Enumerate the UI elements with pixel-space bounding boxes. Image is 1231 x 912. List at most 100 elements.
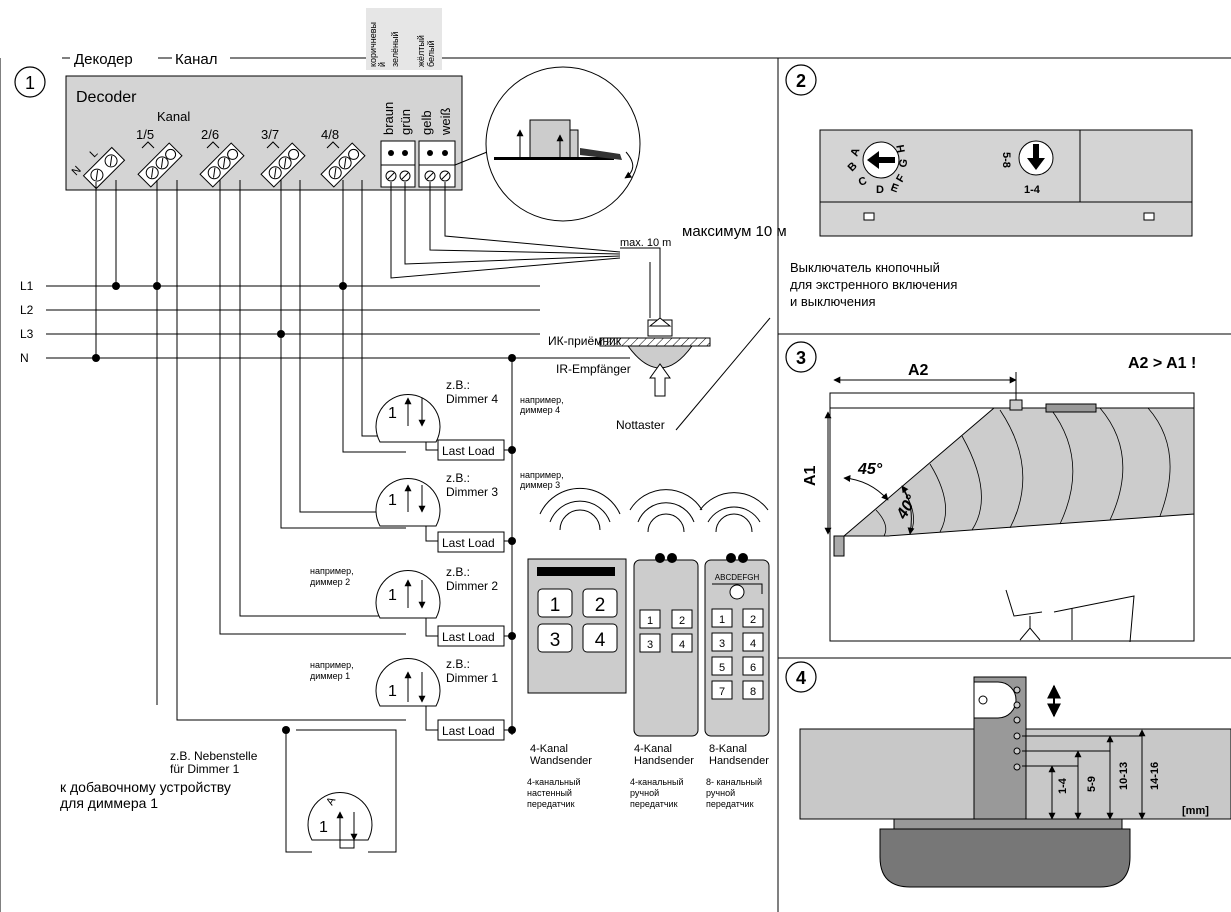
wall-key-3: 3 bbox=[550, 630, 561, 651]
dimmer-1-zb: z.B.: bbox=[446, 657, 470, 671]
wire-white-ru: белый bbox=[426, 40, 436, 67]
dimmer-4-name: Dimmer 4 bbox=[446, 392, 498, 406]
dial-letter-e: E bbox=[889, 182, 900, 196]
hand8-key-2: 2 bbox=[750, 614, 756, 626]
tx-wall-ru-1: 4-канальный bbox=[527, 777, 581, 787]
extension-wiring bbox=[285, 729, 397, 853]
panel-2-caption-1: Выключатель кнопочный bbox=[790, 260, 940, 275]
dim-10-13: 10-13 bbox=[1118, 762, 1130, 790]
tx-wall-ru-3: передатчик bbox=[527, 799, 575, 809]
panel-3: 3 A2 > A1 ! A2 A1 45° 40° bbox=[785, 341, 1196, 643]
panel-2-caption-2: для экстренного включения bbox=[790, 277, 957, 292]
dimmer-4-zb: z.B.: bbox=[446, 378, 470, 392]
channel-2-label: 2/6 bbox=[201, 127, 219, 142]
dimmer-2-load: Last Load bbox=[442, 630, 495, 644]
dimmer-2-ru-2: диммер 2 bbox=[310, 577, 350, 587]
extension-knob: 1 bbox=[319, 819, 328, 836]
dial-letter-c: C bbox=[857, 175, 869, 189]
channel-3-label: 3/7 bbox=[261, 127, 279, 142]
dimmer-3-load: Last Load bbox=[442, 536, 495, 550]
unit-label: [mm] bbox=[1182, 805, 1209, 817]
a2-label: A2 bbox=[908, 362, 929, 379]
tx-wall-ru-2: настенный bbox=[527, 788, 572, 798]
line-l1-label: L1 bbox=[20, 279, 34, 293]
channel-terminal-1: 1/5 bbox=[136, 127, 183, 188]
tx-hand4-de-1: 4-Kanal bbox=[634, 743, 672, 755]
panel-2: 2 A B C D E F G H 5-8 1-4 Выключатель кн… bbox=[785, 64, 1193, 309]
hand-transmitter-4: 1 2 3 4 bbox=[633, 553, 699, 737]
wire-brown-ru-2: й bbox=[377, 62, 387, 67]
channel-dial-2: 5-8 1-4 bbox=[1000, 140, 1054, 196]
dim-14-16: 14-16 bbox=[1149, 762, 1161, 790]
line-n-label: N bbox=[20, 351, 29, 365]
hand8-key-1: 1 bbox=[719, 614, 725, 626]
dimmer-1-ru-1: например, bbox=[310, 660, 354, 670]
tx-hand4-ru-2: ручной bbox=[630, 788, 659, 798]
panel-1-number: 1 bbox=[25, 73, 35, 93]
hand8-selector-label: ABCDEFGH bbox=[715, 573, 760, 582]
dimmer-4: 1 z.B.: Dimmer 4 например, диммер 4 Last… bbox=[375, 378, 564, 461]
dimmer-2-name: Dimmer 2 bbox=[446, 579, 498, 593]
wire-weiss-label: weiß bbox=[438, 107, 453, 136]
decoder-title: Decoder bbox=[76, 89, 137, 106]
panel-3-number-badge bbox=[785, 341, 817, 373]
tx-hand4-de-2: Handsender bbox=[634, 755, 694, 767]
panel-2-number: 2 bbox=[796, 71, 806, 91]
dial-letter-a: A bbox=[849, 146, 863, 158]
dimmer-4-load: Last Load bbox=[442, 444, 495, 458]
wire-green-ru: зелёный bbox=[390, 32, 400, 67]
tx-hand8-de-1: 8-Kanal bbox=[709, 743, 747, 755]
dimmer-4-knob: 1 bbox=[388, 405, 397, 422]
supply-lines bbox=[46, 285, 630, 359]
nottaster-leader bbox=[675, 317, 771, 431]
dimmer-3-ru-1: например, bbox=[520, 470, 564, 480]
sensor-terminal-block: braun grün gelb weiß bbox=[380, 102, 456, 188]
dimmer-2-zb: z.B.: bbox=[446, 565, 470, 579]
panel-4: 4 1-4 5-9 10-13 14-16 [mm] bbox=[785, 661, 1231, 888]
dimmer-1-ru-2: диммер 1 bbox=[310, 671, 350, 681]
header-strip: Декодер Канал коричневы й зелёный жёлтый… bbox=[62, 8, 1231, 70]
dial2-top-label: 5-8 bbox=[1000, 152, 1012, 168]
ir-receiver-ru: ИК-приёмник bbox=[548, 334, 622, 348]
mount-holes bbox=[1013, 686, 1021, 771]
dimmer-1-load: Last Load bbox=[442, 724, 495, 738]
sensor-dome bbox=[879, 828, 1131, 888]
wire-color-legend bbox=[366, 8, 442, 70]
nebenstelle-label-2: für Dimmer 1 bbox=[170, 762, 240, 776]
tx-hand8-ru-1: 8- канальный bbox=[706, 777, 762, 787]
radio-waves bbox=[539, 487, 769, 533]
wall-key-1: 1 bbox=[550, 595, 561, 616]
wire-gelb-label: gelb bbox=[419, 110, 434, 135]
dial-letter-h: H bbox=[895, 144, 908, 154]
dial-letter-d: D bbox=[876, 184, 884, 196]
tx-hand8-ru-3: передатчик bbox=[706, 799, 754, 809]
hand8-key-8: 8 bbox=[750, 686, 756, 698]
tx-hand8-de-2: Handsender bbox=[709, 755, 769, 767]
hand4-key-3: 3 bbox=[647, 639, 653, 651]
panel-3-rule: A2 > A1 ! bbox=[1128, 355, 1196, 372]
hand8-key-3: 3 bbox=[719, 638, 725, 650]
decoder-wiring bbox=[95, 180, 661, 735]
wire-braun-label: braun bbox=[381, 102, 396, 135]
extension-switch: 1 A bbox=[307, 792, 373, 849]
hand4-key-4: 4 bbox=[679, 639, 685, 651]
hand8-key-7: 7 bbox=[719, 686, 725, 698]
channel-ru-label: Канал bbox=[175, 51, 217, 68]
dim-5-9: 5-9 bbox=[1086, 776, 1098, 792]
tx-wall-de-1: 4-Kanal bbox=[530, 743, 568, 755]
angle-45-label: 45° bbox=[857, 461, 883, 478]
panel-2-number-badge bbox=[785, 64, 817, 96]
panel-3-number: 3 bbox=[796, 348, 806, 368]
dimmer-2-knob: 1 bbox=[388, 587, 397, 604]
channel-4-label: 4/8 bbox=[321, 127, 339, 142]
wire-brown-ru-1: коричневы bbox=[368, 22, 378, 67]
panel-4-number-badge bbox=[785, 661, 817, 693]
hand8-key-5: 5 bbox=[719, 662, 725, 674]
channel-terminal-2: 2/6 bbox=[199, 127, 245, 188]
dial2-bottom-label: 1-4 bbox=[1024, 184, 1041, 196]
dimmer-1-knob: 1 bbox=[388, 683, 397, 700]
dimmer-4-ru-1: например, bbox=[520, 395, 564, 405]
nottaster-label: Nottaster bbox=[616, 418, 665, 432]
tx-hand8-ru-2: ручной bbox=[706, 788, 735, 798]
